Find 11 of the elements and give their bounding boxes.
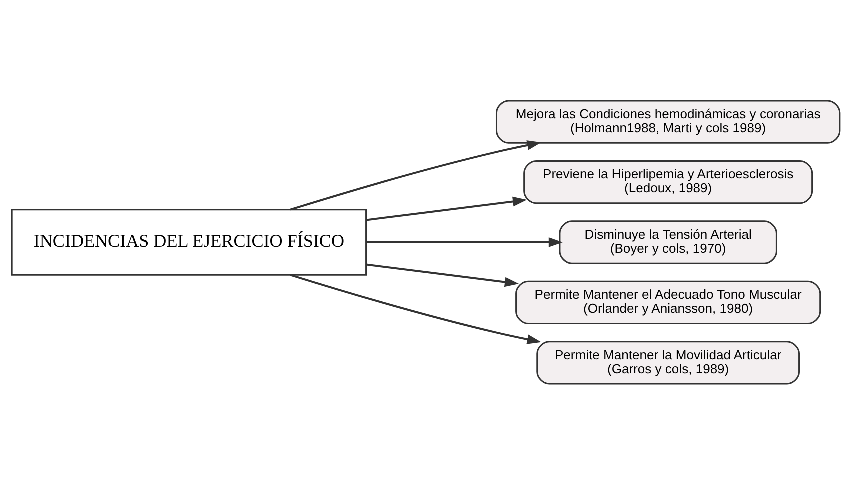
arrow bbox=[366, 238, 563, 248]
node-box: Previene la Hiperlipemia y Arterioesclerosis (Ledoux, 1989) bbox=[524, 160, 814, 204]
node-box: INCIDENCIAS DEL EJERCICIO FÍSICO bbox=[11, 209, 368, 276]
arrow bbox=[366, 196, 528, 222]
node-box: Permite Mantener la Movilidad Articular (Garros y cols, 1989) bbox=[536, 341, 800, 385]
node-box: Permite Mantener el Adecuado Tono Muscular (Orlander y Aniansson, 1980) bbox=[516, 280, 822, 325]
arrow bbox=[290, 274, 542, 344]
node-box: Disminuye la Tensión Arterial (Boyer y cols, 1970) bbox=[559, 220, 778, 264]
arrow bbox=[290, 140, 542, 211]
node-box: Mejora las Condiciones hemodinámicas y coronarias (Holmann1988, Marti y cols 1989) bbox=[496, 100, 841, 144]
arrow bbox=[366, 264, 520, 288]
